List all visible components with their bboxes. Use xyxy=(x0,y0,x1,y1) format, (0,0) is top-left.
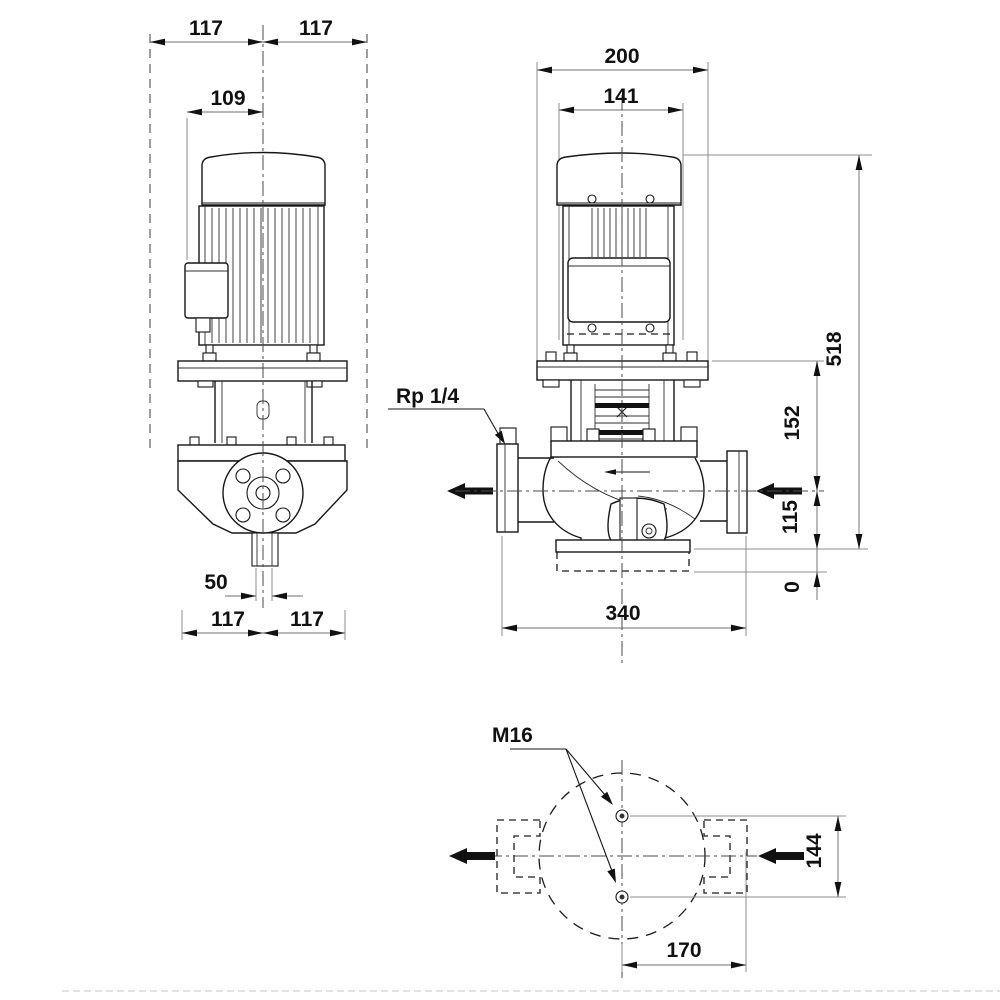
gauge-tapping-callout xyxy=(388,408,505,444)
base-plate xyxy=(555,539,691,553)
plan-outlet-flow-arrow xyxy=(449,848,495,864)
side-view: 200 141 518 152 115 0 340 Rp 1/4 xyxy=(388,45,872,665)
front-motor-fins xyxy=(211,208,311,343)
thread-label: M16 xyxy=(492,724,533,747)
plan-right-flange xyxy=(703,819,748,894)
dim-plan-port-offset: 170 xyxy=(666,939,701,962)
dim-side-datum: 0 xyxy=(781,581,804,593)
plan-view: M16 144 170 xyxy=(449,724,846,978)
bottom-port-stub xyxy=(251,532,279,567)
flange-bolt-hole xyxy=(235,468,251,484)
dim-front-base-right: 117 xyxy=(290,608,324,631)
side-motor-fins xyxy=(591,208,647,257)
dim-front-motor-offset: 109 xyxy=(210,87,245,110)
dim-side-cl-to-base: 115 xyxy=(779,500,802,534)
dim-front-top-right: 117 xyxy=(299,17,333,40)
plan-left-flange xyxy=(496,819,541,894)
suction-flange xyxy=(726,450,748,534)
flange-bolt-hole xyxy=(275,507,291,523)
front-view-dimension-lines xyxy=(149,34,368,452)
dim-plan-bolt-pitch: 144 xyxy=(803,833,826,868)
dim-front-bore: 50 xyxy=(204,571,227,594)
flange-bolt-hole xyxy=(275,468,291,484)
dim-side-total-height: 518 xyxy=(823,331,846,366)
discharge-flange xyxy=(496,443,519,533)
dim-front-top-left: 117 xyxy=(189,17,223,40)
front-motor xyxy=(184,151,326,362)
side-view-upper-dimensions xyxy=(536,62,709,361)
terminal-box-side xyxy=(567,257,671,323)
dim-side-cl-to-stool: 152 xyxy=(781,405,804,440)
side-casing xyxy=(496,426,748,572)
dim-side-base-length: 340 xyxy=(605,602,640,625)
foundation-outline xyxy=(556,552,690,572)
flange-bolt-hole xyxy=(235,507,251,523)
side-lantern xyxy=(536,351,709,441)
side-motor xyxy=(556,152,682,362)
plan-inlet-flow-arrow xyxy=(758,848,804,864)
gauge-tapping-label: Rp 1/4 xyxy=(396,385,459,408)
internal-flow-arrow xyxy=(604,469,616,475)
plan-view-dimensions xyxy=(621,815,846,972)
front-view: 117 117 109 50 117 117 xyxy=(149,17,368,640)
drain-plug xyxy=(641,523,657,539)
front-view-lower-dimensions xyxy=(181,568,346,640)
dim-side-stool-width: 200 xyxy=(604,45,639,68)
thread-callout xyxy=(510,748,616,883)
dim-side-motor-width: 141 xyxy=(603,85,638,108)
side-view-vertical-dimensions xyxy=(501,154,872,636)
cable-gland xyxy=(195,317,211,333)
dim-front-base-left: 117 xyxy=(211,608,245,631)
